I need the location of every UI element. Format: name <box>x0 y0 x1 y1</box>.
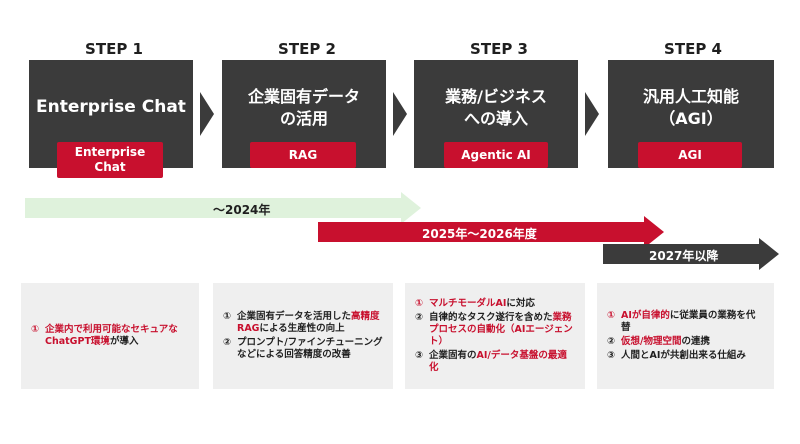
card-item-number: ① <box>31 324 40 335</box>
card-item-number: ② <box>415 312 424 323</box>
card-item-text: 企業固有データを活用した高精度RAGによる生産性の向上 <box>237 311 380 334</box>
step4-title: 汎用人工知能 （AGI） <box>642 87 739 128</box>
step1-label: STEP 1 <box>85 40 143 58</box>
card-item-text: 仮想/物理空間の連携 <box>621 336 710 347</box>
card-step2: ① 企業固有データを活用した高精度RAGによる生産性の向上 ② プロンプト/ファインチ… <box>213 283 393 389</box>
card-step1: ① 企業内で利用可能なセキュアなChatGPT環境が導入 <box>21 283 199 389</box>
card-list-item: ② 仮想/物理空間の連携 <box>607 336 764 348</box>
card-list-item: ③ 企業固有のAI/データ基盤の最適化 <box>415 350 575 374</box>
step2-label: STEP 2 <box>278 40 336 58</box>
step3-box: 業務/ビジネス への導入 Agentic AI <box>414 60 578 168</box>
step2-box: 企業固有データ の活用 RAG <box>222 60 386 168</box>
card-step3: ① マルチモーダルAIに対応 ② 自律的なタスク遂行を含めた業務プロセスの自動化（AI… <box>405 283 585 389</box>
card-list-item: ③ 人間とAIが共創出来る仕組み <box>607 350 764 362</box>
card-step4: ① AIが自律的に従業員の業務を代替 ② 仮想/物理空間の連携 ③ 人間とAIが共創出来る… <box>597 283 774 389</box>
card-list-item: ② プロンプト/ファインチューニングなどによる回答精度の改善 <box>223 337 383 361</box>
step3-chevron-icon <box>585 92 599 136</box>
step1-chevron-icon <box>200 92 214 136</box>
card-item-text: プロンプト/ファインチューニングなどによる回答精度の改善 <box>237 337 383 360</box>
step2-badge: RAG <box>250 142 356 168</box>
card-item-number: ③ <box>607 350 616 361</box>
card-item-text: AIが自律的に従業員の業務を代替 <box>621 310 756 333</box>
step3-label: STEP 3 <box>470 40 528 58</box>
step1-badge: Enterprise Chat <box>57 142 163 178</box>
timeline-2027-label: 2027年以降 <box>649 249 719 263</box>
step2-chevron-icon <box>393 92 407 136</box>
step3-title: 業務/ビジネス への導入 <box>445 87 547 128</box>
card-item-number: ③ <box>415 350 424 361</box>
card-item-text: 企業内で利用可能なセキュアなChatGPT環境が導入 <box>45 324 178 347</box>
card-item-number: ② <box>223 337 232 348</box>
card-list-item: ① 企業固有データを活用した高精度RAGによる生産性の向上 <box>223 311 383 335</box>
card-item-number: ① <box>223 311 232 322</box>
step3-badge: Agentic AI <box>444 142 548 168</box>
step1-box: Enterprise Chat Enterprise Chat <box>29 60 193 178</box>
card-item-number: ① <box>415 298 424 309</box>
card-item-number: ① <box>607 310 616 321</box>
card-list-item: ① マルチモーダルAIに対応 <box>415 298 575 310</box>
card-item-text: 人間とAIが共創出来る仕組み <box>621 350 746 361</box>
card-list-item: ① AIが自律的に従業員の業務を代替 <box>607 310 764 334</box>
card-list-item: ② 自律的なタスク遂行を含めた業務プロセスの自動化（AIエージェント） <box>415 312 575 348</box>
card-item-text: 自律的なタスク遂行を含めた業務プロセスの自動化（AIエージェント） <box>429 312 573 347</box>
step4-label: STEP 4 <box>664 40 722 58</box>
card-item-text: 企業固有のAI/データ基盤の最適化 <box>429 350 567 373</box>
card-item-text: マルチモーダルAIに対応 <box>429 298 535 309</box>
card-list-item: ① 企業内で利用可能なセキュアなChatGPT環境が導入 <box>31 324 189 348</box>
step4-box: 汎用人工知能 （AGI） AGI <box>608 60 774 168</box>
step4-badge: AGI <box>638 142 742 168</box>
step1-title: Enterprise Chat <box>36 97 186 117</box>
timeline-2025-label: 2025年〜2026年度 <box>422 227 537 241</box>
card-item-number: ② <box>607 336 616 347</box>
step2-title: 企業固有データ の活用 <box>247 87 360 128</box>
timeline-2024-label: 〜2024年 <box>213 203 271 217</box>
